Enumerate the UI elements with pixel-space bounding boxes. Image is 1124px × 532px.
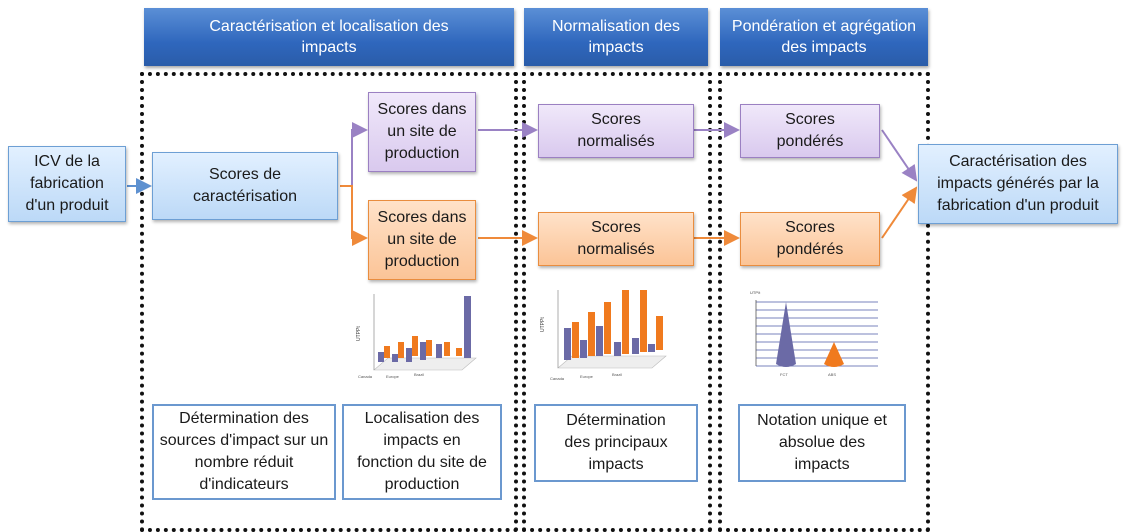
- header-characterisation: Caractérisation et localisation des impa…: [144, 8, 514, 66]
- header-weighting: Pondération et agrégation des impacts: [720, 8, 928, 66]
- illustration-bar-chart-normalisation: UTPPt Canada Europe Brazil: [532, 282, 682, 388]
- input-box: ICV de la fabrication d'un produit: [8, 146, 126, 222]
- arrow-weighted-purple-to-output: [881, 129, 918, 182]
- svg-text:Canada: Canada: [358, 374, 373, 379]
- site-scores-orange-label: Scores dans un site de production: [377, 209, 467, 270]
- description-localisation-label: Localisation des impacts en fonction du …: [357, 410, 487, 493]
- svg-text:Europe: Europe: [580, 374, 594, 379]
- illustration-bar-chart-characterisation: UTPPt Canada Europe Brazil: [352, 286, 484, 390]
- svg-text:Brazil: Brazil: [612, 372, 622, 377]
- svg-text:Canada: Canada: [550, 376, 565, 381]
- characterisation-scores-box: Scores de caractérisation: [152, 152, 338, 220]
- weighted-purple-label: Scores pondérés: [776, 111, 844, 150]
- description-principal: Détermination des principaux impacts: [534, 404, 698, 482]
- description-sources: Détermination des sources d'impact sur u…: [152, 404, 336, 500]
- arrow-to-site-purple: [340, 122, 368, 187]
- site-scores-orange-box: Scores dans un site de production: [368, 200, 476, 280]
- arrow-to-site-orange: [340, 185, 368, 246]
- output-box: Caractérisation des impacts générés par …: [918, 144, 1118, 224]
- weighted-purple-box: Scores pondérés: [740, 104, 880, 158]
- output-label: Caractérisation des impacts générés par …: [937, 153, 1099, 214]
- description-localisation: Localisation des impacts en fonction du …: [342, 404, 502, 500]
- svg-text:Brazil: Brazil: [414, 372, 424, 377]
- svg-text:Europe: Europe: [386, 374, 400, 379]
- arrow-weighted-orange-to-output: [881, 186, 918, 239]
- svg-text:FCT: FCT: [780, 372, 788, 377]
- flow-arrows: [127, 122, 918, 246]
- input-label: ICV de la fabrication d'un produit: [25, 153, 109, 214]
- description-principal-label: Détermination des principaux impacts: [564, 412, 668, 473]
- description-sources-label: Détermination des sources d'impact sur u…: [159, 410, 329, 493]
- header-characterisation-label: Caractérisation et localisation des impa…: [209, 18, 449, 56]
- weighted-orange-label: Scores pondérés: [776, 219, 844, 258]
- normalised-orange-label: Scores normalisés: [577, 219, 655, 258]
- svg-text:ABS: ABS: [828, 372, 836, 377]
- header-weighting-label: Pondération et agrégation des impacts: [731, 18, 917, 56]
- svg-text:UTPPt: UTPPt: [356, 326, 362, 341]
- weighted-orange-box: Scores pondérés: [740, 212, 880, 266]
- description-notation-label: Notation unique et absolue des impacts: [757, 412, 887, 473]
- illustration-cone-chart-weighting: UTP/t FCT ABS: [742, 280, 890, 384]
- site-scores-purple-box: Scores dans un site de production: [368, 92, 476, 172]
- svg-text:UTP/t: UTP/t: [750, 290, 761, 295]
- normalised-purple-box: Scores normalisés: [538, 104, 694, 158]
- characterisation-scores-label: Scores de caractérisation: [192, 166, 298, 205]
- description-notation: Notation unique et absolue des impacts: [738, 404, 906, 482]
- header-normalisation: Normalisation des impacts: [524, 8, 708, 66]
- header-normalisation-label: Normalisation des impacts: [551, 18, 681, 56]
- site-scores-purple-label: Scores dans un site de production: [377, 101, 467, 162]
- svg-text:UTPPt: UTPPt: [540, 317, 546, 332]
- normalised-purple-label: Scores normalisés: [577, 111, 655, 150]
- normalised-orange-box: Scores normalisés: [538, 212, 694, 266]
